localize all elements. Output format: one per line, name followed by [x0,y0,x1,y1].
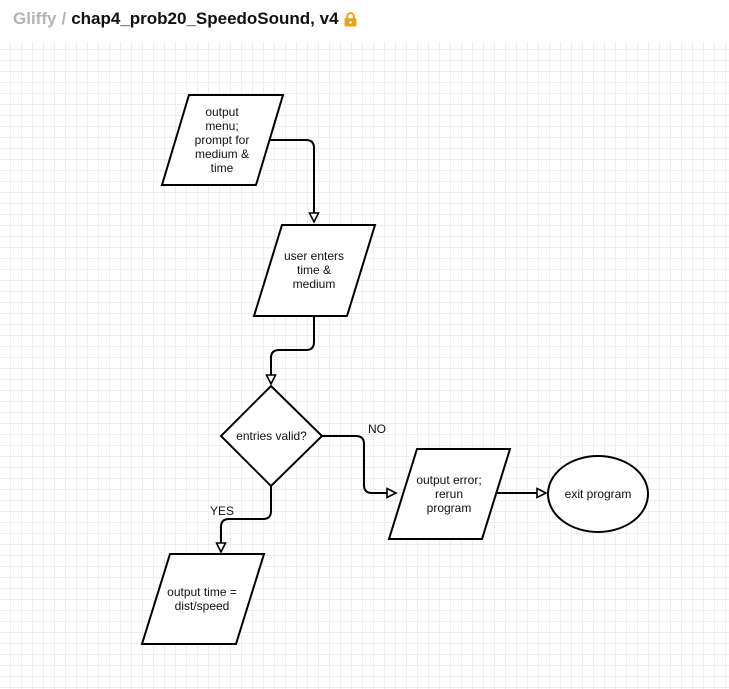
document-title: chap4_prob20_SpeedoSound, v4 [71,9,339,28]
header-bar: Gliffy / chap4_prob20_SpeedoSound, v4 [0,0,729,42]
connector-menu-to-input[interactable] [267,139,320,224]
node-output-time[interactable] [140,553,266,645]
breadcrumb-separator: / [61,9,67,28]
label-output-error: output error; rerun program [416,473,482,515]
connector-input-to-decision[interactable] [265,316,315,386]
lock-icon [344,11,357,26]
label-output-menu: output menu; prompt for medium & time [194,105,250,175]
label-exit-program: exit program [564,487,632,501]
label-user-enters: user enters time & medium [283,249,345,291]
label-output-time: output time = dist/speed [167,585,237,613]
breadcrumb: Gliffy / chap4_prob20_SpeedoSound, v4 [13,9,357,29]
node-output-menu[interactable] [160,94,285,186]
edge-label-yes: YES [210,504,235,518]
label-decision: entries valid? [236,429,307,443]
node-output-error[interactable] [387,448,512,540]
diagram-canvas[interactable] [0,42,729,689]
edge-label-no: NO [368,422,386,436]
connector-yes-branch[interactable] [215,486,272,554]
connector-no-branch[interactable] [322,435,398,499]
node-user-enters[interactable] [252,224,377,317]
app-name-link[interactable]: Gliffy [13,9,57,28]
node-decision[interactable] [219,384,324,488]
node-exit-program[interactable] [547,455,649,533]
